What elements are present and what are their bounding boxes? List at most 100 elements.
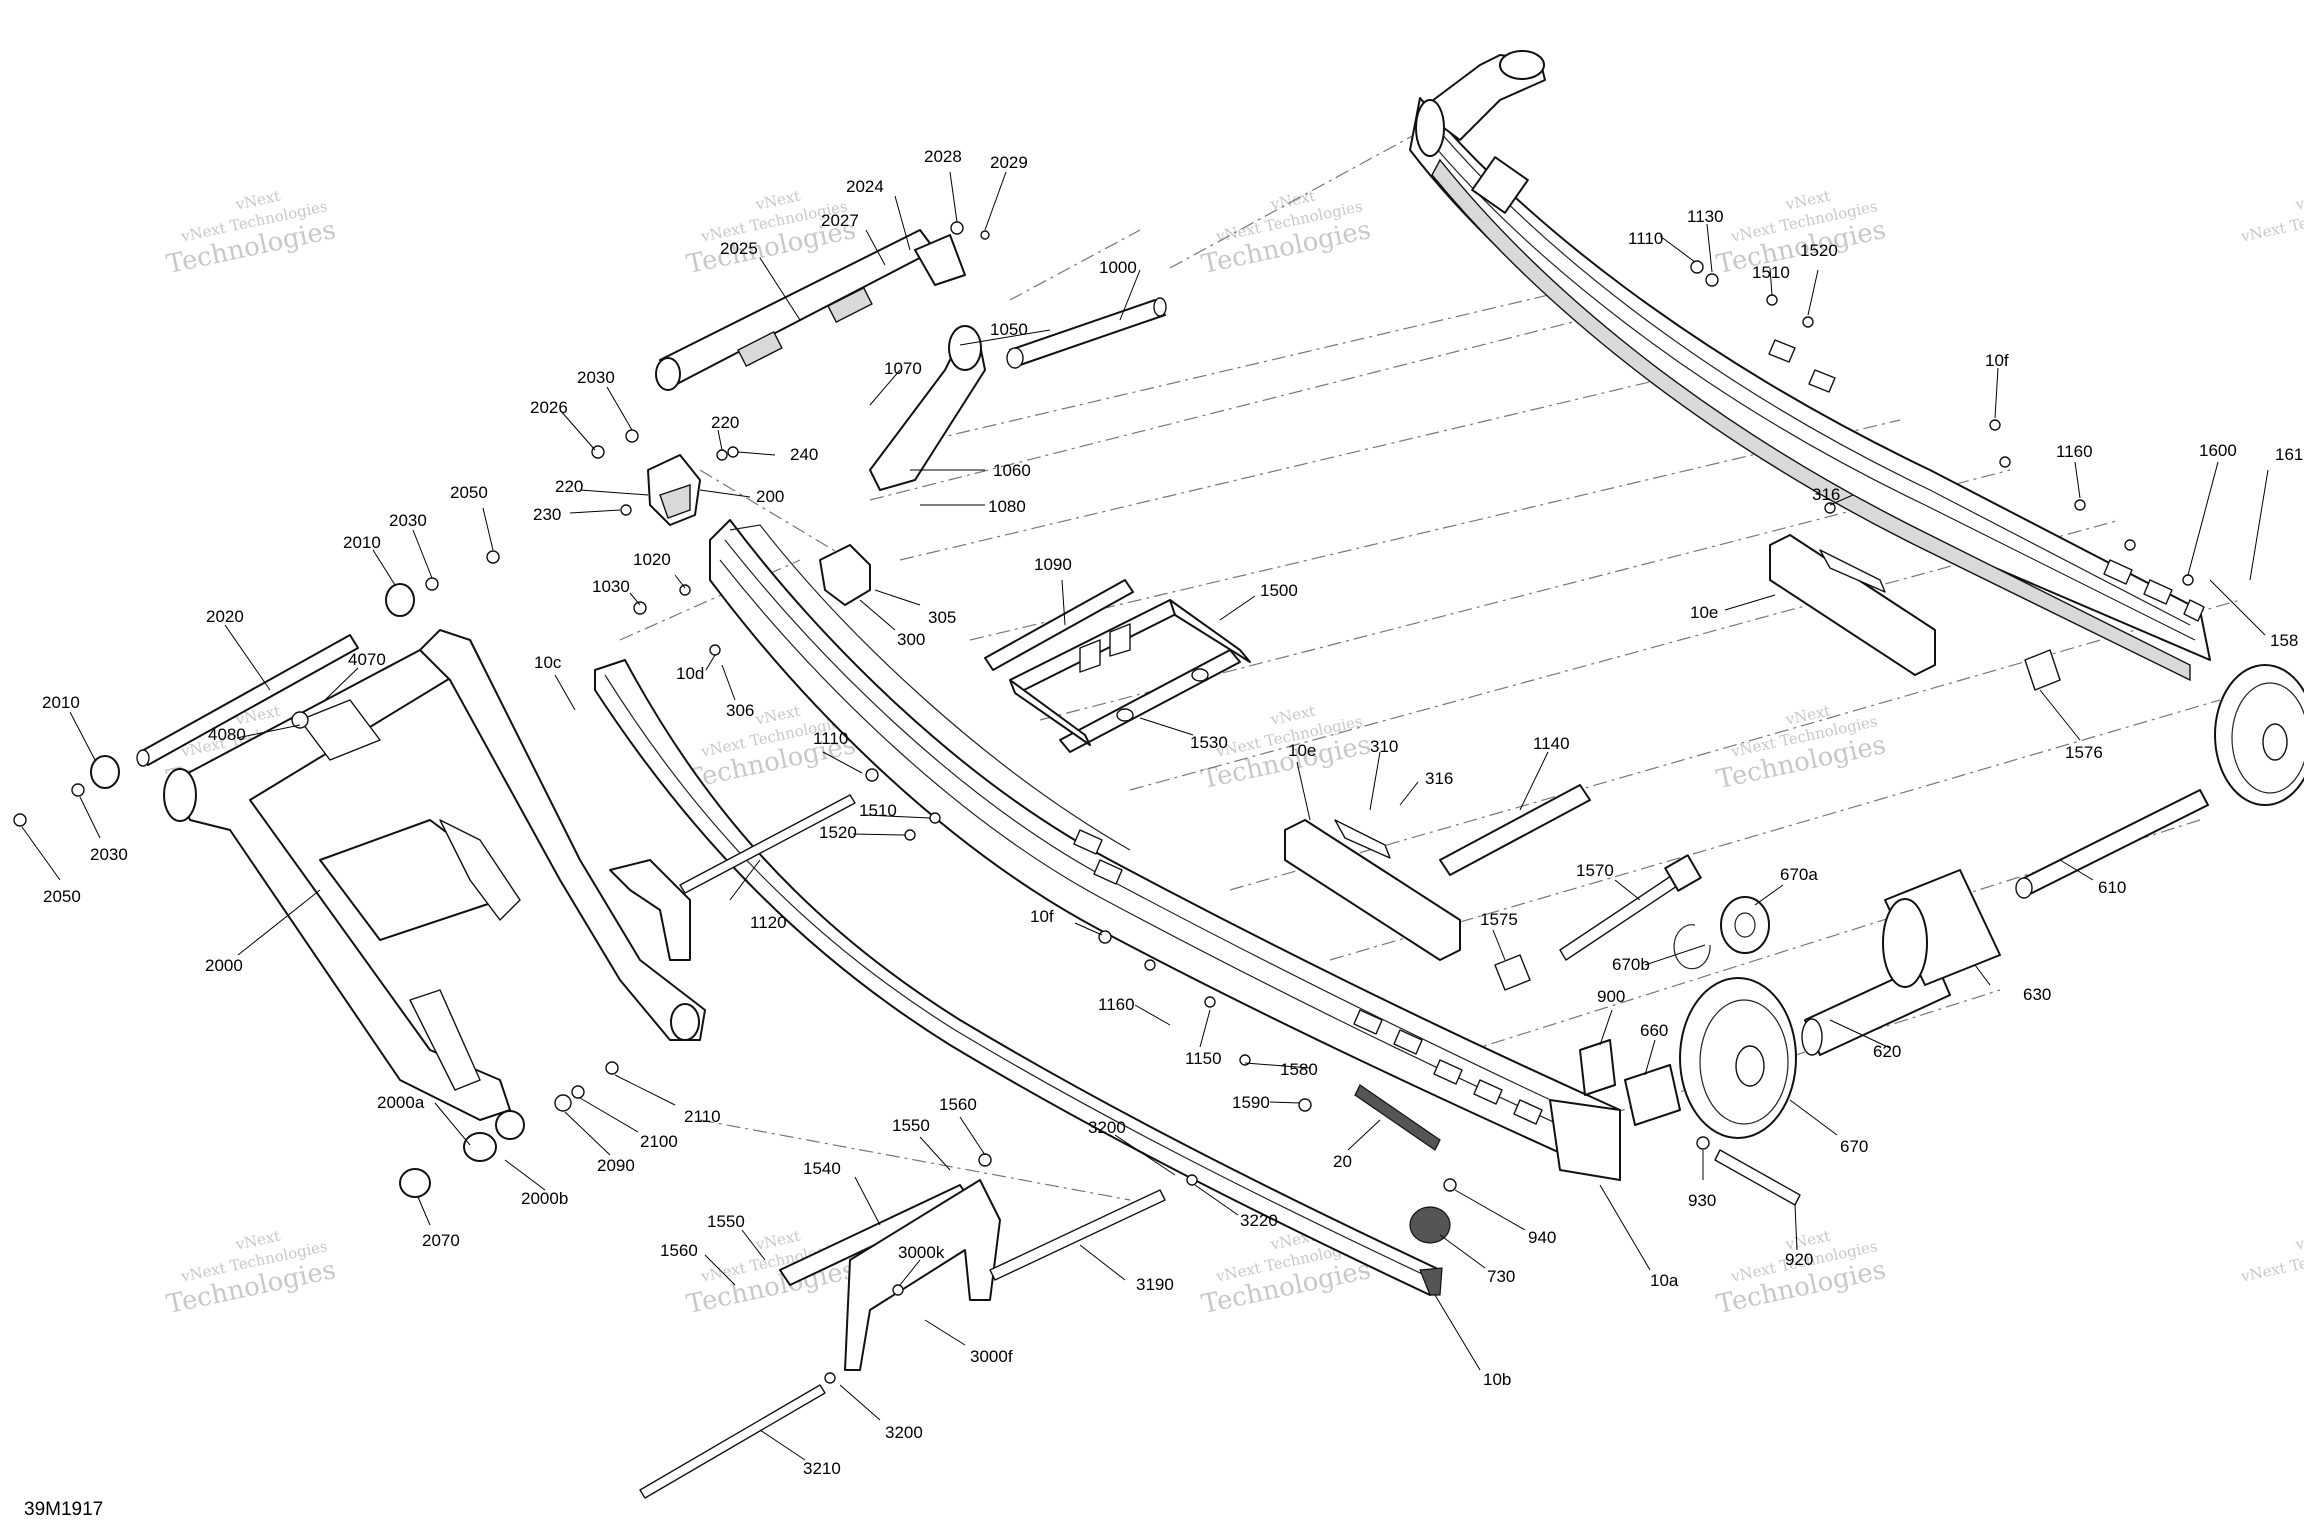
watermark-tile: vNext vNext Technologies Technologies bbox=[1199, 187, 1374, 280]
leader bbox=[959, 329, 1051, 346]
part-label-1090: 1090 bbox=[1034, 555, 1072, 574]
assembly-line bbox=[699, 1119, 1131, 1201]
frame-1500-tab bbox=[1109, 623, 1131, 657]
leader bbox=[1807, 269, 1819, 316]
shock-2025-sleeve bbox=[737, 330, 783, 368]
leader bbox=[579, 489, 649, 496]
part-label-2050: 2050 bbox=[43, 887, 81, 906]
leader bbox=[1119, 269, 1141, 321]
bolt-1120 bbox=[679, 794, 856, 894]
part-label-1530: 1530 bbox=[1190, 733, 1228, 752]
leader bbox=[417, 1196, 431, 1226]
leader bbox=[949, 171, 958, 223]
rail-right-block bbox=[1471, 156, 1529, 214]
leader bbox=[1074, 922, 1103, 936]
leader bbox=[1706, 223, 1713, 273]
part-label-1140: 1140 bbox=[1533, 734, 1570, 753]
front-arm-lower-link bbox=[409, 989, 481, 1091]
leader bbox=[1439, 1234, 1486, 1269]
leader bbox=[919, 1136, 951, 1171]
front-arm-2000 bbox=[163, 629, 706, 1121]
leader bbox=[1974, 964, 1991, 986]
leader bbox=[822, 751, 863, 774]
part-label-1160: 1160 bbox=[1098, 995, 1135, 1014]
fastener-1030 bbox=[633, 601, 647, 615]
part-label-620: 620 bbox=[1873, 1042, 1901, 1061]
part-label-230: 230 bbox=[533, 505, 561, 524]
slider-10e-right-clip bbox=[1819, 549, 1886, 593]
leader-lines bbox=[21, 171, 2269, 1461]
leader bbox=[2209, 579, 2266, 636]
part-label-1020: 1020 bbox=[633, 550, 671, 569]
fastener-1150 bbox=[1204, 996, 1216, 1008]
leader bbox=[579, 1097, 639, 1133]
leader bbox=[1369, 751, 1381, 811]
leader bbox=[869, 369, 901, 406]
part-label-3200: 3200 bbox=[1088, 1118, 1126, 1137]
part-label-10f: 10f bbox=[1985, 351, 2009, 370]
part-label-1540: 1540 bbox=[803, 1159, 841, 1178]
rail-right-arm-tube bbox=[1499, 50, 1545, 80]
shaft-1140 bbox=[1439, 784, 1591, 876]
fastener-930 bbox=[1696, 1136, 1710, 1150]
bolt-920 bbox=[1714, 1149, 1801, 1206]
shaft-1000-end bbox=[1153, 297, 1167, 317]
part-label-1070: 1070 bbox=[884, 359, 922, 378]
part-label-1580: 1580 bbox=[1280, 1060, 1318, 1079]
rail-right-slide bbox=[1431, 158, 2191, 682]
part-label-610: 610 bbox=[2098, 878, 2126, 897]
part-label-930: 930 bbox=[1688, 1191, 1716, 1210]
rail-cutout bbox=[1393, 1029, 1423, 1055]
leader bbox=[559, 409, 596, 451]
shaft-1000-end bbox=[1006, 347, 1024, 369]
part-label-1160: 1160 bbox=[2056, 442, 2093, 461]
part-label-1575: 1575 bbox=[1480, 910, 1518, 929]
leader bbox=[79, 796, 101, 839]
slider-10e-right bbox=[1769, 534, 1936, 676]
leader bbox=[717, 429, 723, 451]
part-label-10b: 10b bbox=[1483, 1370, 1511, 1389]
part-label-1110: 1110 bbox=[813, 729, 848, 748]
watermark-text: vNext bbox=[2293, 187, 2304, 214]
part-label-1050: 1050 bbox=[990, 320, 1028, 339]
part-label-2000a: 2000a bbox=[377, 1093, 425, 1112]
assembly-line bbox=[869, 304, 1641, 501]
part-label-10e: 10e bbox=[1288, 741, 1316, 760]
part-label-3000f: 3000f bbox=[970, 1347, 1013, 1366]
leader bbox=[737, 451, 776, 456]
leader bbox=[1614, 879, 1641, 901]
shaft-1000 bbox=[1006, 297, 1167, 369]
leader bbox=[2059, 859, 2094, 881]
leader bbox=[1644, 944, 1706, 966]
leader bbox=[1244, 1062, 1311, 1069]
leader bbox=[1519, 751, 1549, 811]
leader bbox=[1994, 367, 1999, 419]
bushing-2000b bbox=[495, 1110, 525, 1140]
bolt-1570-head bbox=[1664, 854, 1702, 892]
fastener-1560 bbox=[978, 1153, 992, 1167]
front-arm-lower-pivot bbox=[670, 1003, 700, 1041]
fastener-right bbox=[1999, 456, 2011, 468]
leader bbox=[1644, 1039, 1656, 1076]
part-label-3190: 3190 bbox=[1136, 1275, 1174, 1294]
fastener-2050-left bbox=[13, 813, 27, 827]
rod-3210 bbox=[639, 1384, 826, 1499]
rail-cutout bbox=[1433, 1059, 1463, 1085]
part-label-1120: 1120 bbox=[750, 913, 787, 932]
leader bbox=[1347, 1119, 1381, 1151]
part-label-220: 220 bbox=[711, 413, 739, 432]
part-label-3000k: 3000k bbox=[898, 1243, 945, 1262]
leader bbox=[1134, 1004, 1171, 1026]
bushings-2000 bbox=[399, 1110, 525, 1198]
front-arm-nut bbox=[291, 711, 309, 729]
leader bbox=[1219, 595, 1256, 621]
fastener-1590 bbox=[1298, 1098, 1312, 1112]
shaft-610-end bbox=[2015, 877, 2033, 899]
leader bbox=[1724, 594, 1776, 611]
part-label-730: 730 bbox=[1487, 1267, 1515, 1286]
leader bbox=[859, 599, 896, 631]
leader bbox=[434, 1102, 471, 1146]
cap-730 bbox=[1409, 1206, 1451, 1244]
part-label-660: 660 bbox=[1640, 1021, 1668, 1040]
rail-right-cutouts bbox=[1768, 339, 2205, 622]
